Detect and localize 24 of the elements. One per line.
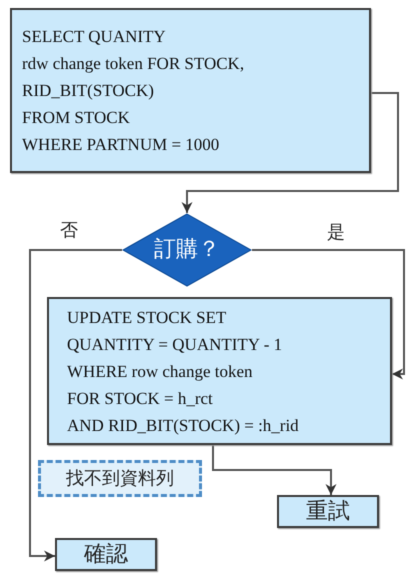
sql-line: WHERE row change token [67, 361, 254, 383]
sql-line: UPDATE STOCK SET [67, 307, 228, 329]
dashed-note-box: 找不到資料列 [38, 460, 202, 497]
arrow [182, 92, 399, 213]
process-box [277, 495, 379, 528]
decision-text: 訂購？ [153, 236, 221, 264]
sql-line: FOR STOCK = h_rct [67, 388, 214, 410]
box-label: 重試 [306, 498, 350, 526]
process-box [10, 8, 371, 173]
process-box [47, 297, 392, 445]
arrow [29, 249, 122, 562]
sql-line: QUANTITY = QUANTITY - 1 [67, 334, 284, 356]
process-box [55, 538, 157, 571]
box-label: 確認 [84, 540, 128, 568]
sql-line: WHERE PARTNUM = 1000 [22, 134, 220, 156]
arrow [212, 445, 336, 495]
sql-line: AND RID_BIT(STOCK) = :h_rid [67, 415, 300, 437]
sql-line: FROM STOCK [22, 107, 131, 129]
arrow [252, 249, 405, 380]
edge-label: 是 [327, 221, 345, 244]
edge-label: 否 [60, 219, 78, 242]
sql-line: rdw change token FOR STOCK, [22, 53, 246, 75]
sql-line: RID_BIT(STOCK) [22, 80, 155, 102]
sql-line: SELECT QUANITY [22, 26, 167, 48]
